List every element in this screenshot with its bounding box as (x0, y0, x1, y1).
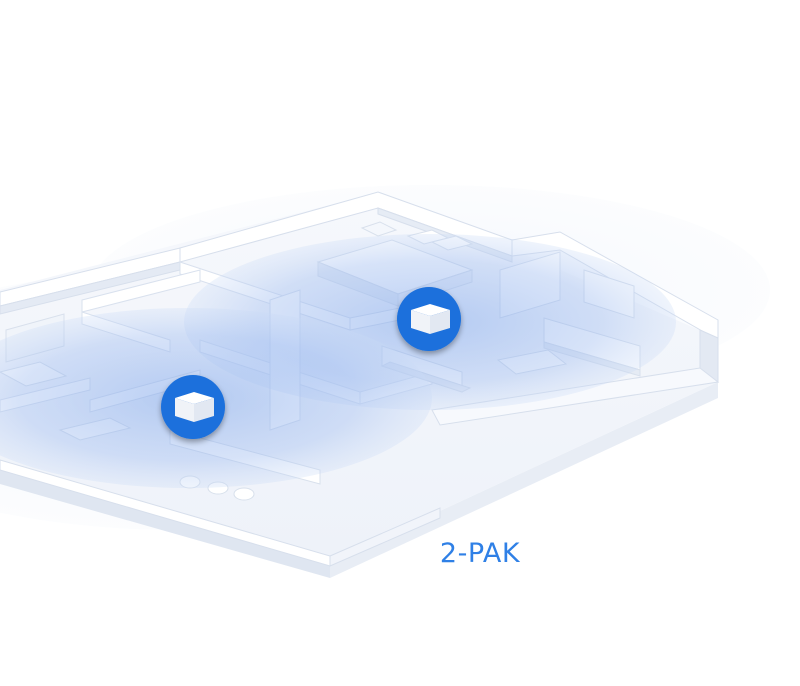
mesh-router-node-icon (397, 287, 461, 351)
mesh-router-node-icon (161, 375, 225, 439)
pack-size-label: 2-PAK (439, 538, 521, 569)
